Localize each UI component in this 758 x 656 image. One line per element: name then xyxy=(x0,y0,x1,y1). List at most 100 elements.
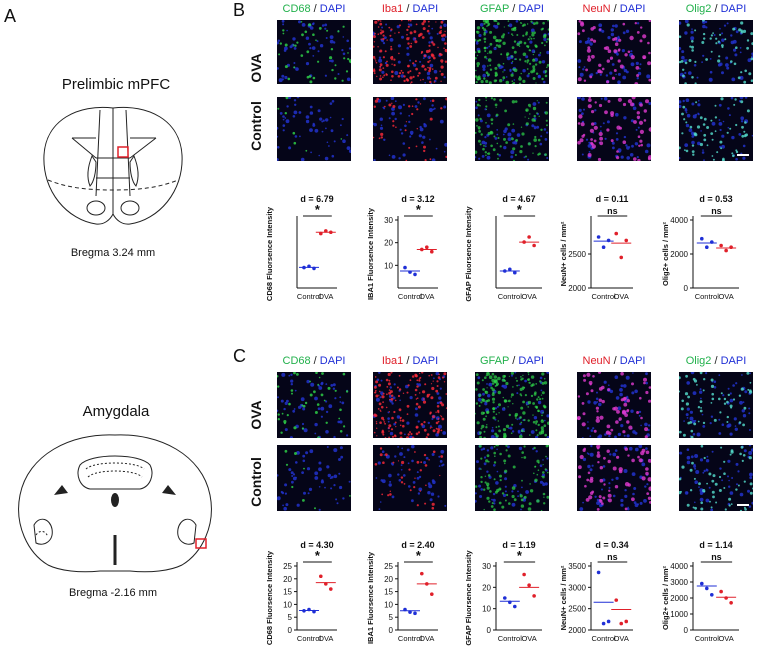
control-data-point xyxy=(307,607,311,612)
panel-c-label: C xyxy=(233,346,246,366)
stain-dapi-label: DAPI xyxy=(518,3,544,15)
ova-data-point xyxy=(724,248,728,253)
stain-header-gfap: GFAP / DAPI xyxy=(475,3,549,15)
ova-data-point xyxy=(430,592,434,596)
y-tick-label: 2000 xyxy=(670,250,688,259)
y-axis-label: IBA1 Fluorsence Intensity xyxy=(366,207,375,300)
control-data-point xyxy=(710,240,714,244)
y-tick-label: 0 xyxy=(487,626,492,635)
ova-data-point xyxy=(420,571,424,576)
stain-header-olig2: Olig2 / DAPI xyxy=(679,355,753,367)
x-tick-label: OVA xyxy=(718,292,733,301)
y-tick-label: 2500 xyxy=(568,605,586,614)
y-tick-label: 10 xyxy=(384,600,393,609)
x-tick-label: OVA xyxy=(521,292,536,301)
stain-separator: / xyxy=(509,3,519,15)
micrograph-b-control-gfap xyxy=(475,97,549,161)
ova-data-point xyxy=(619,621,624,626)
control-data-point xyxy=(513,604,517,609)
ova-data-point xyxy=(724,596,728,600)
y-tick-label: 3000 xyxy=(568,583,586,592)
significance-label: * xyxy=(416,202,422,217)
y-tick-label: 20 xyxy=(283,575,292,584)
ova-data-point xyxy=(532,243,536,248)
ova-data-point xyxy=(319,574,323,579)
significance-label: * xyxy=(416,548,422,563)
x-tick-label: OVA xyxy=(718,634,733,643)
y-axis-label: Olig2+ cells / mm² xyxy=(661,222,670,286)
panel-b-control-label: Control xyxy=(248,101,264,151)
control-data-point xyxy=(413,272,417,277)
stain-dapi-label: DAPI xyxy=(319,355,346,367)
x-tick-label: OVA xyxy=(318,292,333,301)
x-tick-label: Control xyxy=(695,292,720,301)
micrograph-b-ova-cd68 xyxy=(277,20,351,84)
prelimbic-brain-schematic xyxy=(43,106,183,225)
y-tick-label: 25 xyxy=(283,562,292,571)
effect-size-label: d = 1.14 xyxy=(699,540,732,550)
y-tick-label: 2500 xyxy=(568,250,586,259)
control-data-point xyxy=(413,611,417,616)
effect-size-label: d = 0.53 xyxy=(699,194,732,204)
control-data-point xyxy=(700,581,704,586)
control-data-point xyxy=(513,270,517,275)
y-tick-label: 4000 xyxy=(670,216,688,225)
control-data-point xyxy=(601,245,606,249)
y-axis-label: IBA1 Fluorsence Intensity xyxy=(366,551,375,644)
x-tick-label: OVA xyxy=(419,292,434,301)
micrograph-b-control-olig2 xyxy=(679,97,753,161)
ova-data-point xyxy=(420,247,424,252)
panel-b-ova-label: OVA xyxy=(248,53,264,83)
effect-size-label: d = 0.11 xyxy=(596,194,629,204)
amygdala-roi-box xyxy=(195,538,207,549)
stain-separator: / xyxy=(403,3,413,15)
y-tick-label: 0 xyxy=(684,284,689,293)
ova-data-point xyxy=(719,243,723,248)
effect-size-label: d = 0.34 xyxy=(595,540,628,550)
micrograph-c-ova-neun xyxy=(577,372,651,438)
x-tick-label: OVA xyxy=(614,634,629,643)
stain-dapi-label: DAPI xyxy=(518,355,544,367)
ova-data-point xyxy=(522,240,526,244)
stain-dapi-label: DAPI xyxy=(619,355,646,367)
stain-marker-label: Olig2 xyxy=(685,3,712,15)
significance-label: ns xyxy=(711,206,722,216)
x-tick-label: Control xyxy=(695,634,720,643)
stain-header-neun: NeuN / DAPI xyxy=(577,3,651,15)
stain-dapi-label: DAPI xyxy=(720,3,747,15)
ova-data-point xyxy=(430,249,434,254)
y-tick-label: 2000 xyxy=(670,594,688,603)
control-data-point xyxy=(705,586,709,591)
stain-dapi-label: DAPI xyxy=(319,3,346,15)
significance-label: * xyxy=(315,202,321,217)
y-tick-label: 20 xyxy=(384,239,393,248)
ova-data-point xyxy=(527,235,531,239)
y-tick-label: 2000 xyxy=(568,626,586,635)
stain-marker-label: Olig2 xyxy=(685,355,712,367)
ova-data-point xyxy=(329,587,333,591)
y-tick-label: 30 xyxy=(384,216,393,225)
stain-header-iba1: Iba1 / DAPI xyxy=(373,3,447,15)
significance-label: ns xyxy=(607,552,618,562)
y-tick-label: 20 xyxy=(482,583,491,592)
stain-separator: / xyxy=(711,355,721,367)
micrograph-c-control-neun xyxy=(577,445,651,511)
significance-label: ns xyxy=(711,552,722,562)
prelimbic-roi-box xyxy=(117,146,129,158)
significance-label: * xyxy=(315,548,321,563)
control-data-point xyxy=(700,236,704,241)
x-tick-label: Control xyxy=(498,292,523,301)
control-data-point xyxy=(312,609,316,614)
ova-data-point xyxy=(624,619,629,624)
control-data-point xyxy=(503,596,507,600)
stain-separator: / xyxy=(403,355,413,367)
y-tick-label: 15 xyxy=(384,588,393,597)
y-axis-label: NeuN+ cells / mm² xyxy=(559,221,568,286)
micrograph-b-control-cd68 xyxy=(277,97,351,161)
